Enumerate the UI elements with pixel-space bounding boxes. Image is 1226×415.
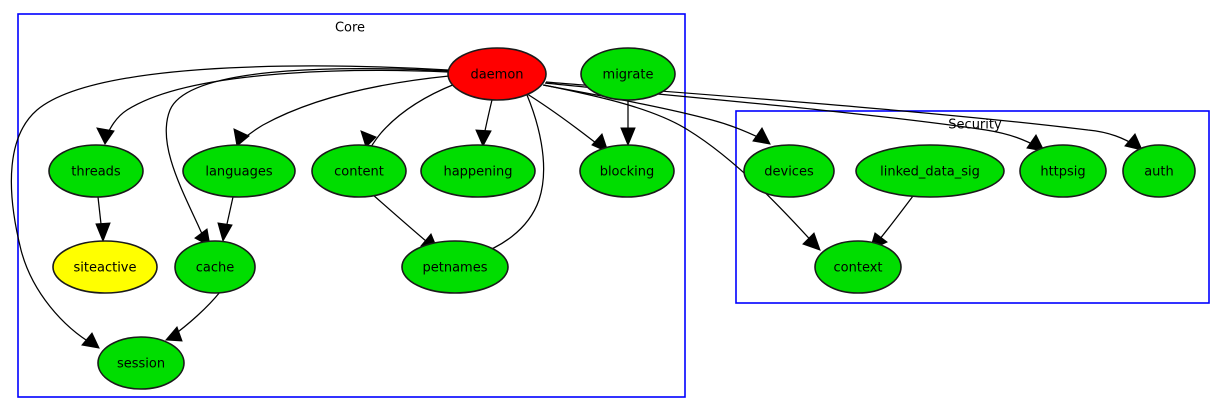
node-auth[interactable]: auth: [1122, 144, 1196, 198]
node-content-shape[interactable]: [311, 144, 407, 198]
node-migrate-label: migrate: [603, 68, 654, 83]
arrowhead-cache-session: [164, 326, 183, 342]
node-content[interactable]: content: [311, 144, 407, 198]
arrowhead-migrate-blocking: [620, 127, 636, 147]
arrowhead-daemon-languages: [233, 128, 250, 147]
nodes-group: daemon migrate threads languages content: [48, 47, 1196, 390]
node-linked-data-sig[interactable]: linked_data_sig: [855, 144, 1005, 198]
cluster-security-label: Security: [948, 118, 1002, 133]
cluster-core-rect: [17, 13, 686, 398]
arrowhead-daemon-content: [360, 130, 377, 148]
node-threads-shape[interactable]: [48, 144, 144, 198]
arrowhead-languages-cache: [217, 222, 233, 243]
node-httpsig[interactable]: httpsig: [1019, 144, 1107, 198]
node-devices[interactable]: devices: [743, 144, 835, 198]
edge-daemon-languages: [237, 75, 450, 144]
node-migrate[interactable]: migrate: [580, 47, 676, 101]
node-daemon-label: daemon: [470, 68, 523, 83]
edge-daemon-petnames: [473, 94, 545, 257]
arrowhead-daemon-devices: [752, 127, 771, 145]
node-context-shape[interactable]: [814, 240, 902, 294]
node-blocking[interactable]: blocking: [579, 144, 675, 198]
node-content-label: content: [334, 165, 384, 180]
node-languages[interactable]: languages: [182, 144, 296, 198]
node-blocking-label: blocking: [600, 165, 655, 180]
edge-content-petnames: [371, 193, 434, 248]
node-happening-label: happening: [443, 165, 512, 180]
node-blocking-shape[interactable]: [579, 144, 675, 198]
node-auth-shape[interactable]: [1122, 144, 1196, 198]
node-httpsig-shape[interactable]: [1019, 144, 1107, 198]
node-cache-shape[interactable]: [174, 240, 256, 294]
cluster-group: Core Security: [17, 13, 1210, 398]
edge-daemon-threads: [104, 69, 449, 140]
edge-daemon-devices: [542, 84, 767, 142]
node-httpsig-label: httpsig: [1040, 165, 1085, 180]
arrowhead-daemon-auth: [1124, 133, 1143, 151]
node-siteactive-label: siteactive: [74, 261, 137, 276]
node-cache-label: cache: [196, 261, 235, 276]
arrowhead-daemon-session: [81, 332, 100, 349]
node-context[interactable]: context: [814, 240, 902, 294]
node-daemon[interactable]: daemon: [447, 47, 547, 101]
node-migrate-shape[interactable]: [580, 47, 676, 101]
cluster-security-rect: [735, 110, 1210, 304]
edge-daemon-context: [543, 84, 817, 247]
node-siteactive[interactable]: siteactive: [52, 240, 158, 294]
edges-group: [10, 65, 1143, 349]
node-happening-shape[interactable]: [420, 144, 536, 198]
arrowhead-threads-siteactive: [95, 222, 111, 243]
node-session[interactable]: session: [97, 336, 185, 390]
node-happening[interactable]: happening: [420, 144, 536, 198]
node-auth-label: auth: [1144, 165, 1174, 180]
edge-daemon-cache: [165, 67, 451, 244]
node-daemon-shape[interactable]: [447, 47, 547, 101]
arrowhead-daemon-httpsig: [1026, 134, 1045, 152]
node-siteactive-shape[interactable]: [52, 240, 158, 294]
cluster-core-label: Core: [335, 21, 365, 36]
node-cache[interactable]: cache: [174, 240, 256, 294]
arrowhead-daemon-happening: [475, 129, 492, 148]
node-linked-data-sig-label: linked_data_sig: [880, 165, 980, 180]
node-session-shape[interactable]: [97, 336, 185, 390]
node-devices-shape[interactable]: [743, 144, 835, 198]
node-petnames[interactable]: petnames: [401, 240, 509, 294]
edge-daemon-content: [366, 83, 456, 154]
node-session-label: session: [117, 357, 165, 372]
node-languages-shape[interactable]: [182, 144, 296, 198]
node-languages-label: languages: [205, 165, 273, 180]
arrowhead-daemon-context: [802, 232, 821, 251]
node-devices-label: devices: [764, 165, 814, 180]
node-threads-label: threads: [71, 165, 121, 180]
node-petnames-label: petnames: [423, 261, 488, 276]
node-context-label: context: [834, 261, 883, 276]
node-linked-data-sig-shape[interactable]: [855, 144, 1005, 198]
node-threads[interactable]: threads: [48, 144, 144, 198]
node-petnames-shape[interactable]: [401, 240, 509, 294]
edge-daemon-session: [10, 65, 449, 346]
arrowhead-daemon-threads: [96, 127, 115, 145]
